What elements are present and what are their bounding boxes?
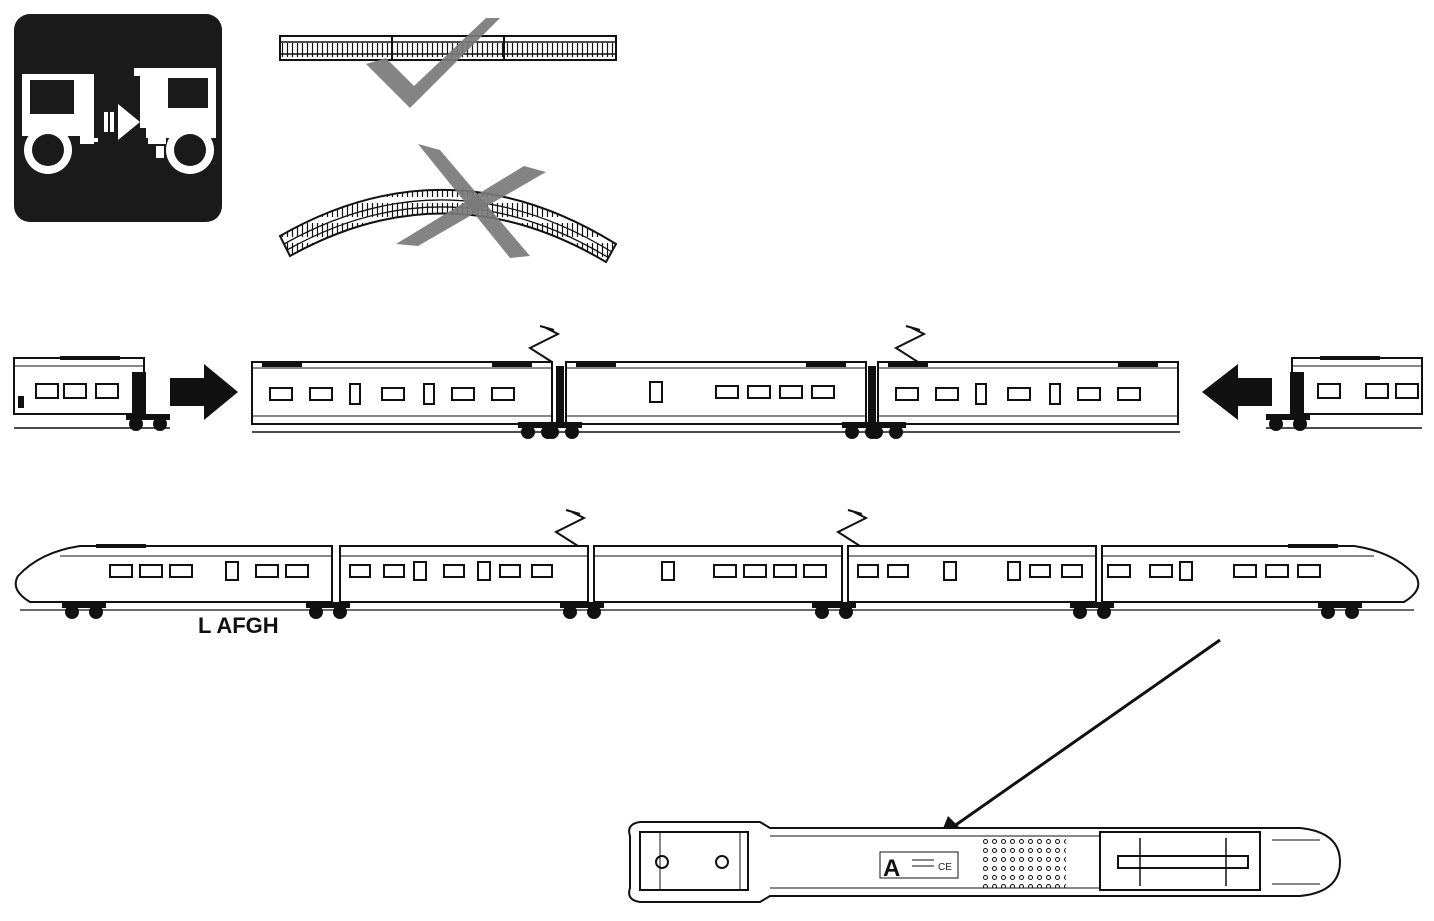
pointer-line xyxy=(939,638,1221,838)
end-car-right xyxy=(1266,356,1423,431)
set-code-label: L AFGH xyxy=(198,613,279,638)
coupling-direction-icon xyxy=(14,14,222,222)
push-arrow-icon xyxy=(1202,364,1272,420)
middle-unit xyxy=(251,325,1180,439)
cross-mark-icon xyxy=(396,144,546,258)
underside-view xyxy=(628,821,1342,903)
end-car-left xyxy=(13,356,170,431)
train-assembly-row xyxy=(13,325,1423,439)
underside-marker-label: A xyxy=(883,855,900,882)
check-mark-icon xyxy=(366,18,500,108)
push-arrow-icon xyxy=(170,364,238,420)
ce-mark: CE xyxy=(938,862,952,873)
complete-train xyxy=(14,509,1420,619)
curved-track xyxy=(278,189,618,264)
